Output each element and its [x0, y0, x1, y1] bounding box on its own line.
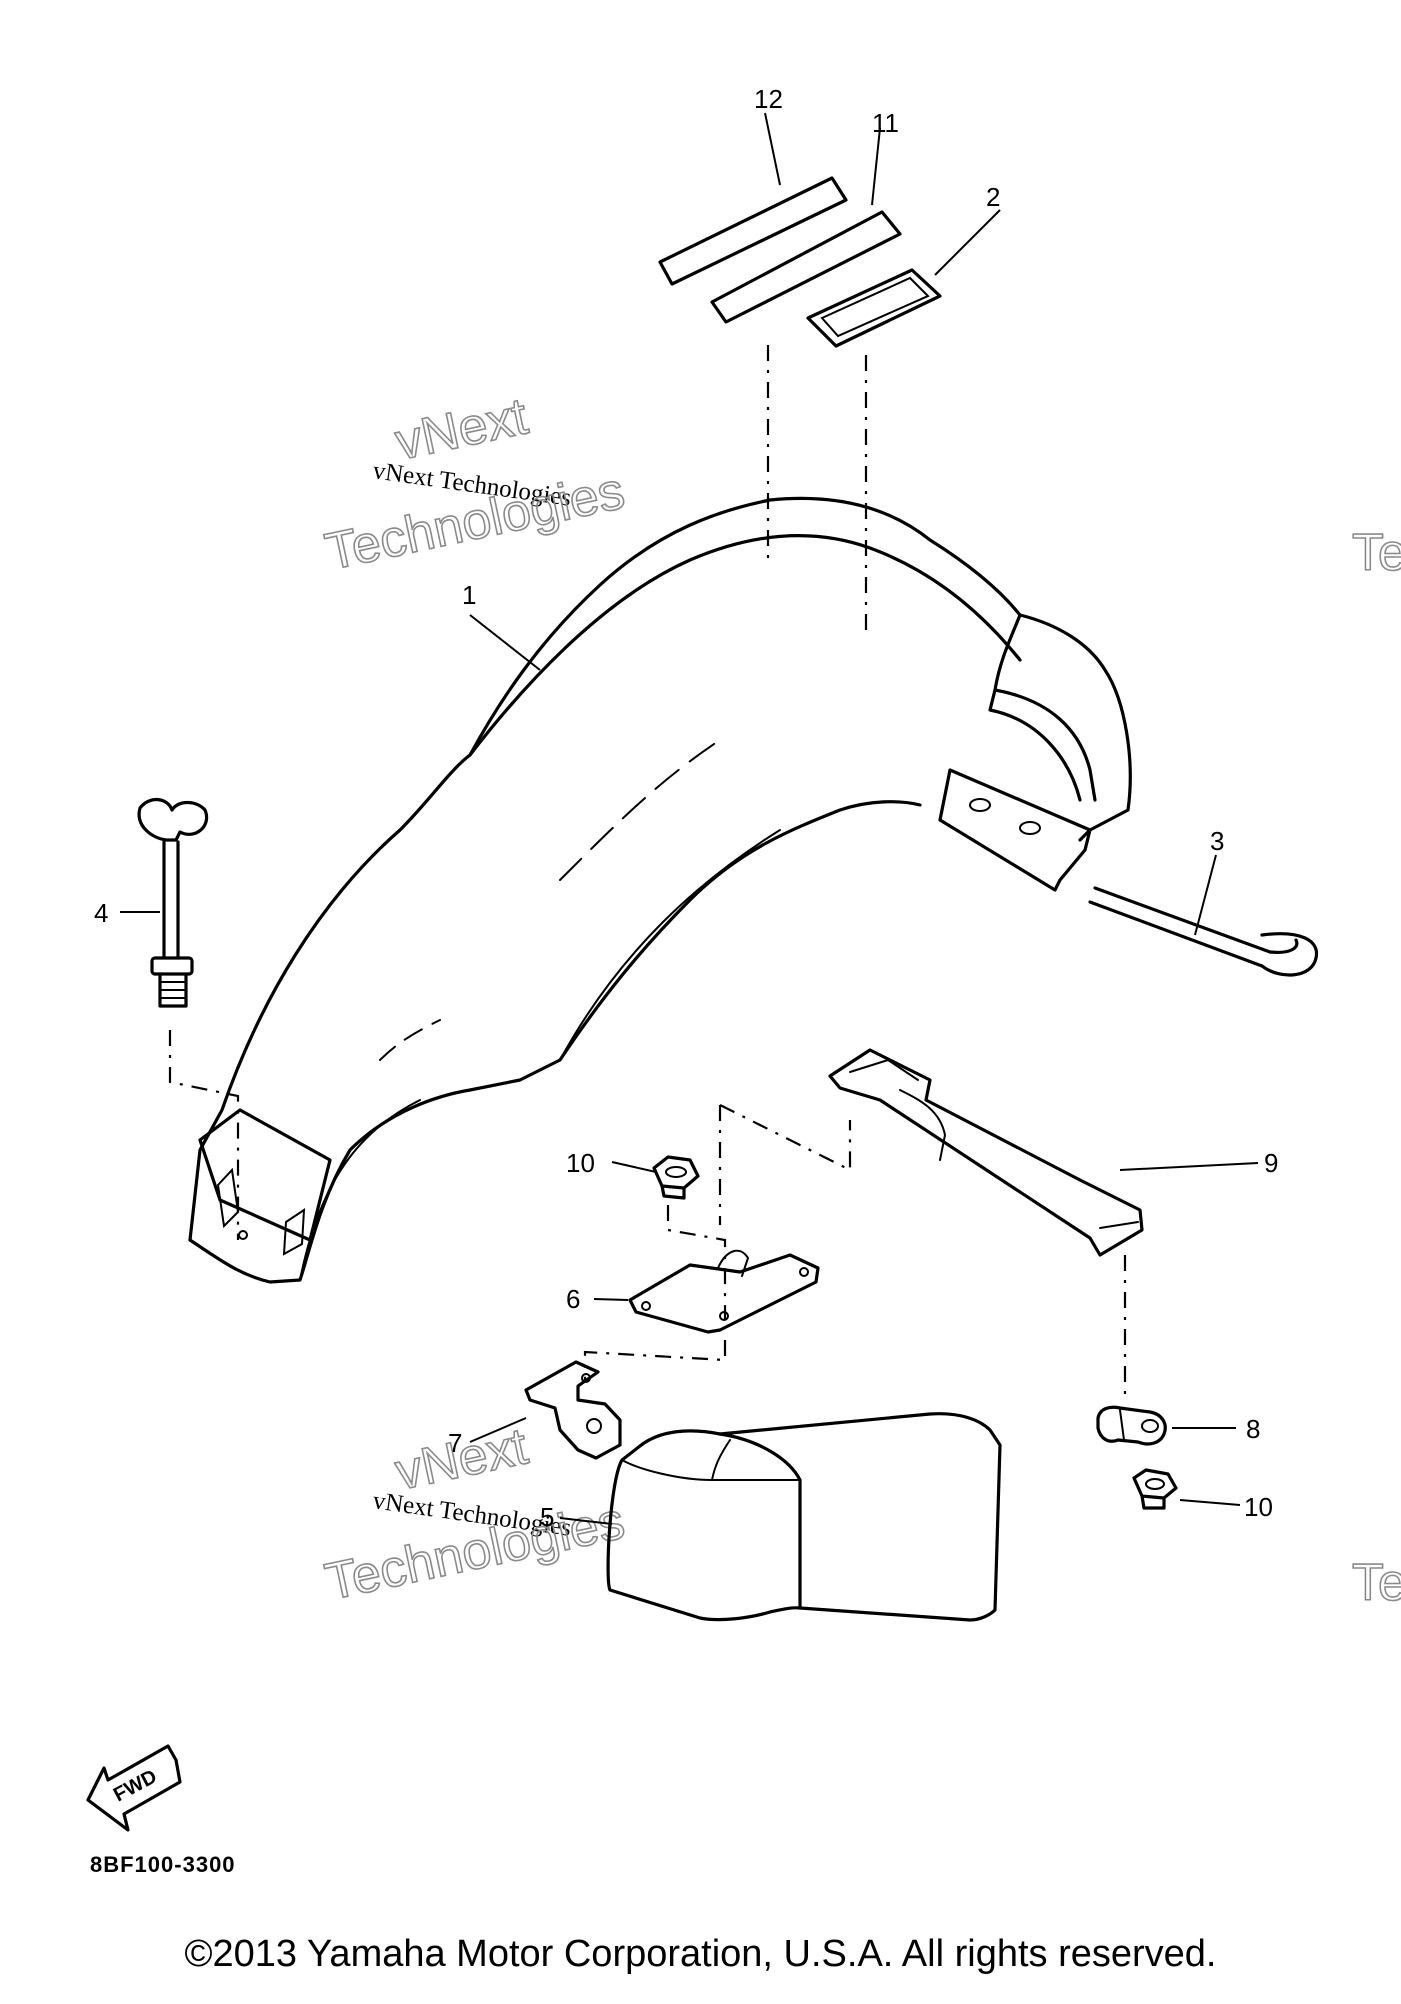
- callout-numbers: 12 11 2 1 3 4 9 10 6 7 5 8 10: [94, 84, 1278, 1532]
- fwd-label: FWD: [110, 1766, 161, 1807]
- watermark-bottom: vNext Technologies vNext Technologies: [320, 1416, 631, 1612]
- watermark-outline-line1: vNext: [390, 387, 533, 471]
- callout-12: 12: [754, 84, 783, 114]
- callout-4: 4: [94, 898, 108, 928]
- callout-9: 9: [1264, 1148, 1278, 1178]
- part-10-nut-upper: [652, 1155, 700, 1200]
- callout-2: 2: [986, 182, 1000, 212]
- callout-7: 7: [448, 1428, 462, 1458]
- callout-10-upper: 10: [566, 1148, 595, 1178]
- copyright-footer: ©2013 Yamaha Motor Corporation, U.S.A. A…: [184, 1933, 1217, 1975]
- part-1-rear-fender: [188, 496, 1132, 1284]
- callout-1: 1: [462, 580, 476, 610]
- guide-line-nut-upper: [666, 1205, 727, 1320]
- guide-line-band-top: [719, 1104, 852, 1172]
- part-10-nut-lower: [1132, 1468, 1178, 1510]
- guide-line-plate: [583, 1340, 727, 1380]
- part-4-wing-bolt: [137, 798, 209, 1008]
- diagram-code: 8BF100-3300: [90, 1852, 236, 1877]
- callout-6: 6: [566, 1284, 580, 1314]
- part-3-stay-rod: [1088, 886, 1319, 977]
- part-8-clip: [1096, 1405, 1167, 1446]
- callout-11: 11: [872, 108, 899, 138]
- part-7-small-bracket: [524, 1360, 622, 1460]
- callout-3: 3: [1210, 826, 1224, 856]
- part-6-bracket-plate: [628, 1249, 820, 1334]
- watermark-edge-bottom: Te: [1352, 1554, 1401, 1612]
- part-5-battery: [606, 1412, 1002, 1622]
- watermark-edge-top: Te: [1352, 524, 1401, 582]
- leader-lines: [120, 112, 1259, 1525]
- fwd-direction-arrow: FWD: [86, 1744, 182, 1832]
- callout-5: 5: [540, 1502, 554, 1532]
- callout-8: 8: [1246, 1414, 1260, 1444]
- guide-line-bolt: [168, 1030, 240, 1240]
- part-12-label-strip: [658, 176, 848, 286]
- watermark-top: vNext Technologies vNext Technologies: [320, 386, 631, 582]
- part-11-label-strip: [710, 210, 902, 324]
- part-9-battery-band: [828, 1048, 1144, 1257]
- callout-10-lower: 10: [1244, 1492, 1273, 1522]
- part-2-label-plate: [806, 268, 942, 348]
